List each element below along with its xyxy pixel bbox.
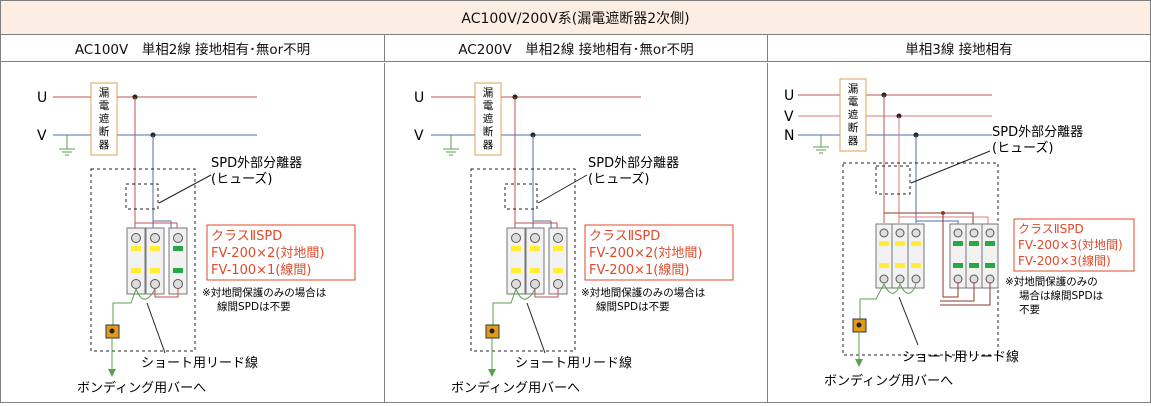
panel-1-header: AC100V 単相2線 接地相有･無or不明 (1, 35, 385, 62)
breaker-char: 漏 (99, 87, 110, 99)
line-label-u: U (414, 90, 424, 106)
table-title: AC100V/200V系(漏電遮断器2次側) (1, 1, 1150, 35)
panel-2-diagram: 漏 電 遮 断 器 U V SPD外部分離器 (ヒューズ) クラスⅡSPD FV… (414, 82, 734, 396)
spd-ground-label: FV-200×2(対地間) (211, 246, 324, 261)
lead-label: ショート用リード線 (902, 349, 1019, 365)
wiring-2-line (53, 94, 257, 377)
bond-label: ボンディング用バーへ (451, 380, 580, 396)
wiring-2-line (431, 94, 641, 377)
breaker-char: 遮 (483, 112, 494, 125)
panel-2: 漏 電 遮 断 器 U V SPD外部分離器 (ヒューズ) クラスⅡSPD FV… (385, 63, 768, 402)
spd-line-label: FV-200×3(線間) (1018, 253, 1111, 268)
spd-line-label: FV-200×1(線間) (589, 262, 689, 278)
breaker-char: 遮 (99, 112, 110, 125)
breaker-char: 電 (483, 100, 494, 112)
spd-callout-box (206, 224, 356, 281)
breaker-char: 漏 (848, 83, 859, 95)
lead-label: ショート用リード線 (515, 355, 632, 371)
note-line-2: 線間SPDは不要 (217, 300, 291, 313)
line-label-u: U (37, 90, 47, 106)
note-line-1: ※対地間保護のみの場合は (581, 286, 705, 299)
panel-2-header: AC200V 単相2線 接地相有･無or不明 (385, 35, 768, 62)
bond-label: ボンディング用バーへ (824, 373, 953, 389)
spd-class-label: クラスⅡSPD (1018, 222, 1084, 236)
note-line-2: 線間SPDは不要 (596, 300, 670, 313)
panel-3: 漏 電 遮 断 器 U V N SPD外部分離器 (ヒューズ) クラスⅡSPD … (768, 63, 1150, 402)
fuse-sublabel: (ヒューズ) (588, 171, 650, 187)
breaker-box (90, 82, 118, 156)
spd-ground-label: FV-200×3(対地間) (1018, 238, 1123, 252)
breaker-box (839, 78, 867, 152)
fuse-sublabel: (ヒューズ) (992, 140, 1054, 156)
breaker-char: 器 (99, 139, 110, 151)
fuse-label: SPD外部分離器 (588, 156, 679, 171)
note-line-1: ※対地間保護のみの場合は (202, 286, 326, 299)
breaker-char: 漏 (483, 87, 494, 99)
spd-line-label: FV-100×1(線間) (211, 262, 311, 278)
note-line-2: 場合は線間SPDは (1019, 289, 1103, 302)
spd-class-label: クラスⅡSPD (211, 229, 282, 244)
fuse-label: SPD外部分離器 (211, 156, 302, 171)
spd-callout-box (584, 224, 734, 281)
breaker-char: 電 (848, 96, 859, 108)
spd-ground-label: FV-200×2(対地間) (589, 246, 702, 261)
spd-callout-box (1013, 218, 1135, 272)
panel-1: 漏 電 遮 断 器 U V SPD外部分離器 (ヒューズ) クラスⅡSPD FV… (1, 63, 385, 402)
breaker-char: 断 (99, 125, 110, 138)
fuse-sublabel: (ヒューズ) (211, 171, 273, 187)
panel-1-diagram: 漏 電 遮 断 器 U V SPD外部分離器 (ヒューズ) クラスⅡSPD FV… (37, 82, 356, 396)
note-line-3: 不要 (1019, 304, 1040, 316)
breaker-char: 器 (848, 135, 859, 147)
line-label-u: U (784, 88, 794, 104)
breaker-box (474, 82, 502, 156)
breaker-char: 断 (483, 125, 494, 138)
breaker-char: 器 (483, 139, 494, 151)
breaker-char: 遮 (848, 108, 859, 121)
wiring-3-line (798, 92, 999, 367)
lead-label: ショート用リード線 (141, 355, 258, 371)
line-label-v: V (414, 128, 424, 144)
breaker-char: 断 (848, 121, 859, 134)
spd-class-label: クラスⅡSPD (589, 229, 660, 244)
line-label-n: N (784, 128, 794, 144)
panel-3-header: 単相3線 接地相有 (768, 35, 1150, 62)
line-label-v: V (37, 128, 47, 144)
bond-label: ボンディング用バーへ (77, 380, 206, 396)
line-label-v: V (784, 109, 794, 125)
panel-3-diagram: 漏 電 遮 断 器 U V N SPD外部分離器 (ヒューズ) クラスⅡSPD … (784, 78, 1135, 389)
note-line-1: ※対地間保護のみの (1005, 275, 1098, 288)
fuse-label: SPD外部分離器 (992, 125, 1083, 140)
breaker-char: 電 (99, 100, 110, 112)
